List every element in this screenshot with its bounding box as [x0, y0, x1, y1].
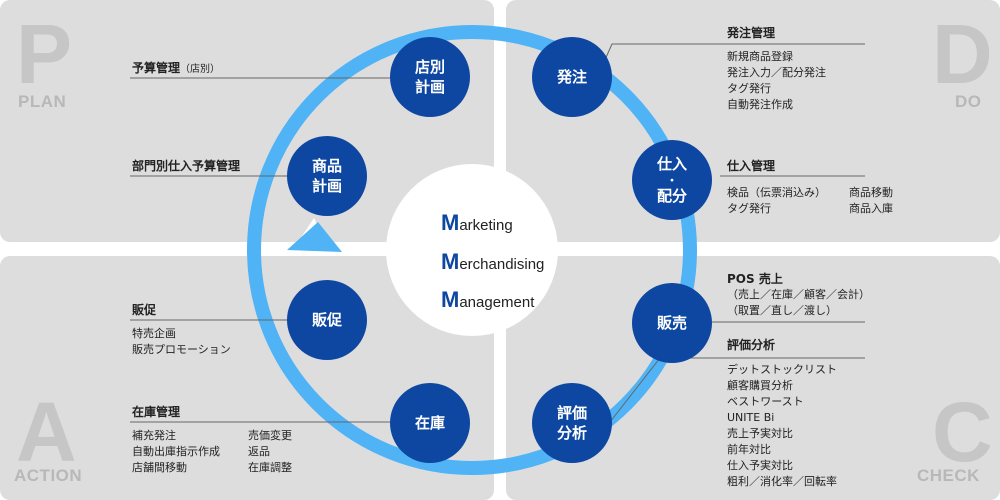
mmm-row-management: Management: [441, 287, 535, 312]
node-evaluation: 評価分析: [532, 383, 612, 463]
promo-list: 特売企画 販売プロモーション: [132, 327, 231, 356]
mmm-row-marketing: Marketing: [441, 210, 513, 235]
dept-budget-heading: 部門別仕入予算管理: [132, 159, 241, 173]
check-word: CHECK: [917, 466, 980, 485]
mmm-title: Marketing Merchandising Management: [441, 204, 544, 320]
order-mgmt-heading: 発注管理: [727, 26, 776, 40]
plan-letter: P: [16, 7, 73, 101]
pos-list: （売上／在庫／顧客／会計） （取置／直し／渡し）: [727, 288, 870, 317]
promo-heading: 販促: [132, 303, 157, 317]
node-sales: 販売: [632, 283, 712, 363]
mmm-row-merchandising: Merchandising: [441, 248, 545, 274]
inventory-mgmt-col2: 売価変更 返品 在庫調整: [248, 429, 292, 474]
node-receiving: 仕入・配分: [632, 140, 712, 220]
receiving-mgmt-col1: 検品（伝票消込み） タグ発行: [727, 186, 826, 215]
analysis-heading: 評価分析: [727, 338, 776, 352]
node-inventory: 在庫: [390, 383, 470, 463]
action-word: ACTION: [14, 466, 83, 485]
inventory-mgmt-col1: 補充発注 自動出庫指示作成 店舗間移動: [132, 429, 220, 474]
order-mgmt-list: 新規商品登録 発注入力／配分発注 タグ発行 自動発注作成: [727, 50, 826, 111]
do-word: DO: [955, 92, 982, 111]
node-merch-plan: 商品計画: [287, 136, 367, 216]
cycle-ring: [247, 25, 697, 475]
action-letter: A: [16, 385, 77, 479]
node-order: 発注: [532, 37, 612, 117]
ring-arrowhead: [287, 222, 342, 252]
check-letter: C: [932, 385, 993, 479]
budget-heading: 予算管理（店別）: [132, 61, 221, 75]
center-circle: [386, 164, 558, 336]
node-promotion: 販促: [287, 280, 367, 360]
analysis-list: デットストックリスト 顧客購買分析 ベストワースト UNITE Bi 売上予実対…: [727, 363, 837, 488]
plan-word: PLAN: [18, 92, 67, 111]
do-letter: D: [932, 7, 993, 101]
node-store-plan: 店別計画: [390, 37, 470, 117]
receiving-mgmt-heading: 仕入管理: [727, 159, 776, 173]
inventory-mgmt-heading: 在庫管理: [132, 405, 181, 419]
receiving-mgmt-col2: 商品移動 商品入庫: [849, 186, 893, 215]
pos-heading: POS 売上: [727, 272, 783, 286]
